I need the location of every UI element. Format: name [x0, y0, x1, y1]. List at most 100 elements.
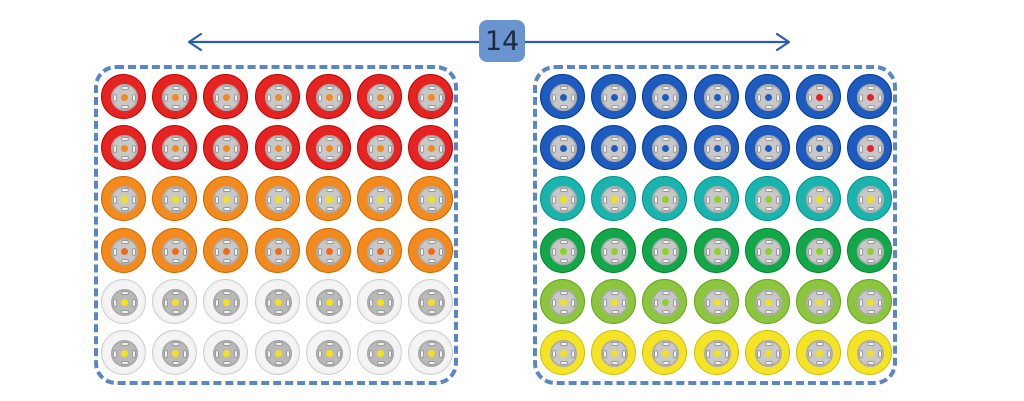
center-dot-icon: [428, 145, 436, 153]
hub-tab-icon: [560, 105, 568, 109]
hub-tab-icon: [164, 298, 169, 307]
hub-tab-icon: [867, 258, 876, 263]
hub-tab-icon: [713, 188, 722, 193]
hub-tab-icon: [132, 196, 136, 205]
center-dot-icon: [274, 247, 282, 255]
hub-tab-icon: [336, 298, 341, 307]
hub-tab-icon: [603, 196, 608, 205]
hub-tab-icon: [662, 258, 671, 263]
hub-tab-icon: [121, 188, 129, 193]
hub-tab-icon: [560, 290, 568, 295]
hub-tab-icon: [713, 341, 722, 346]
well-yellow-r6-c7: [847, 329, 893, 375]
well-white-r5-c1: [101, 278, 146, 324]
well-hub-icon: [601, 237, 629, 265]
hub-tab-icon: [234, 298, 239, 307]
hub-tab-icon: [215, 247, 220, 256]
hub-tab-icon: [336, 94, 341, 102]
center-dot-icon: [223, 247, 231, 255]
hub-tab-icon: [571, 94, 575, 102]
hub-tab-icon: [336, 247, 341, 256]
hub-tab-icon: [172, 239, 181, 244]
well-hub-icon: [418, 135, 446, 163]
hub-tab-icon: [611, 258, 620, 263]
well-green-r4-c4: [693, 227, 739, 273]
hub-tab-icon: [172, 86, 181, 90]
hub-tab-icon: [724, 298, 729, 307]
center-dot-icon: [560, 196, 567, 204]
well-white-r6-c1: [101, 329, 146, 375]
hub-tab-icon: [376, 137, 385, 142]
well-hub-icon: [264, 135, 292, 163]
well-hub-icon: [366, 339, 394, 367]
hub-tab-icon: [756, 298, 761, 307]
well-lime-r5-c3: [642, 278, 688, 324]
well-yellow-r6-c5: [744, 329, 790, 375]
center-dot-icon: [223, 94, 231, 101]
center-dot-icon: [815, 196, 823, 204]
well-hub-icon: [315, 84, 343, 111]
hub-tab-icon: [867, 360, 876, 365]
hub-tab-icon: [867, 137, 876, 142]
hub-tab-icon: [387, 349, 392, 358]
well-red-r1-c4: [254, 74, 300, 119]
hub-tab-icon: [325, 360, 334, 365]
well-hub-icon: [366, 237, 394, 265]
well-hub-icon: [111, 288, 138, 316]
hub-tab-icon: [325, 239, 334, 244]
hub-tab-icon: [571, 247, 575, 256]
well-hub-icon: [754, 288, 782, 316]
hub-tab-icon: [376, 258, 385, 263]
hub-tab-icon: [132, 349, 136, 358]
hub-tab-icon: [764, 309, 773, 314]
hub-tab-icon: [325, 188, 334, 193]
hub-tab-icon: [662, 341, 671, 346]
well-teal-r3-c3: [642, 176, 688, 222]
hub-tab-icon: [223, 290, 232, 295]
center-dot-icon: [560, 298, 567, 306]
hub-tab-icon: [775, 145, 780, 154]
well-hub-icon: [162, 237, 190, 265]
well-orange-r4-c2: [152, 227, 198, 273]
center-dot-icon: [713, 247, 721, 255]
well-red-r1-c5: [305, 74, 351, 119]
well-orange-r4-c4: [254, 227, 300, 273]
well-hub-icon: [652, 288, 680, 316]
hub-tab-icon: [336, 145, 341, 154]
well-blue-r2-c6: [795, 125, 841, 171]
center-dot-icon: [223, 298, 231, 306]
center-dot-icon: [172, 94, 180, 101]
hub-tab-icon: [705, 145, 710, 154]
well-white-r6-c2: [152, 329, 198, 375]
hub-tab-icon: [274, 341, 283, 346]
hub-tab-icon: [826, 94, 831, 102]
well-hub-icon: [550, 135, 577, 163]
well-orange-r3-c2: [152, 176, 198, 222]
hub-tab-icon: [172, 188, 181, 193]
hub-tab-icon: [428, 156, 437, 161]
hub-tab-icon: [325, 86, 334, 90]
hub-tab-icon: [815, 360, 824, 365]
hub-tab-icon: [183, 247, 188, 256]
well-blue-r1-c1: [540, 74, 585, 119]
hub-tab-icon: [172, 207, 181, 212]
center-dot-icon: [376, 196, 384, 204]
center-dot-icon: [815, 298, 823, 306]
hub-tab-icon: [815, 207, 824, 212]
hub-tab-icon: [317, 298, 322, 307]
center-dot-icon: [325, 94, 333, 101]
hub-tab-icon: [878, 94, 883, 102]
center-dot-icon: [223, 349, 231, 357]
hub-tab-icon: [662, 360, 671, 365]
hub-tab-icon: [705, 247, 710, 256]
hub-tab-icon: [285, 145, 290, 154]
well-hub-icon: [550, 288, 577, 316]
well-hub-icon: [857, 186, 885, 214]
hub-tab-icon: [336, 196, 341, 205]
well-hub-icon: [601, 288, 629, 316]
hub-tab-icon: [428, 105, 437, 109]
well-hub-icon: [111, 339, 138, 367]
hub-tab-icon: [662, 137, 671, 142]
well-hub-icon: [264, 84, 292, 111]
hub-tab-icon: [867, 207, 876, 212]
